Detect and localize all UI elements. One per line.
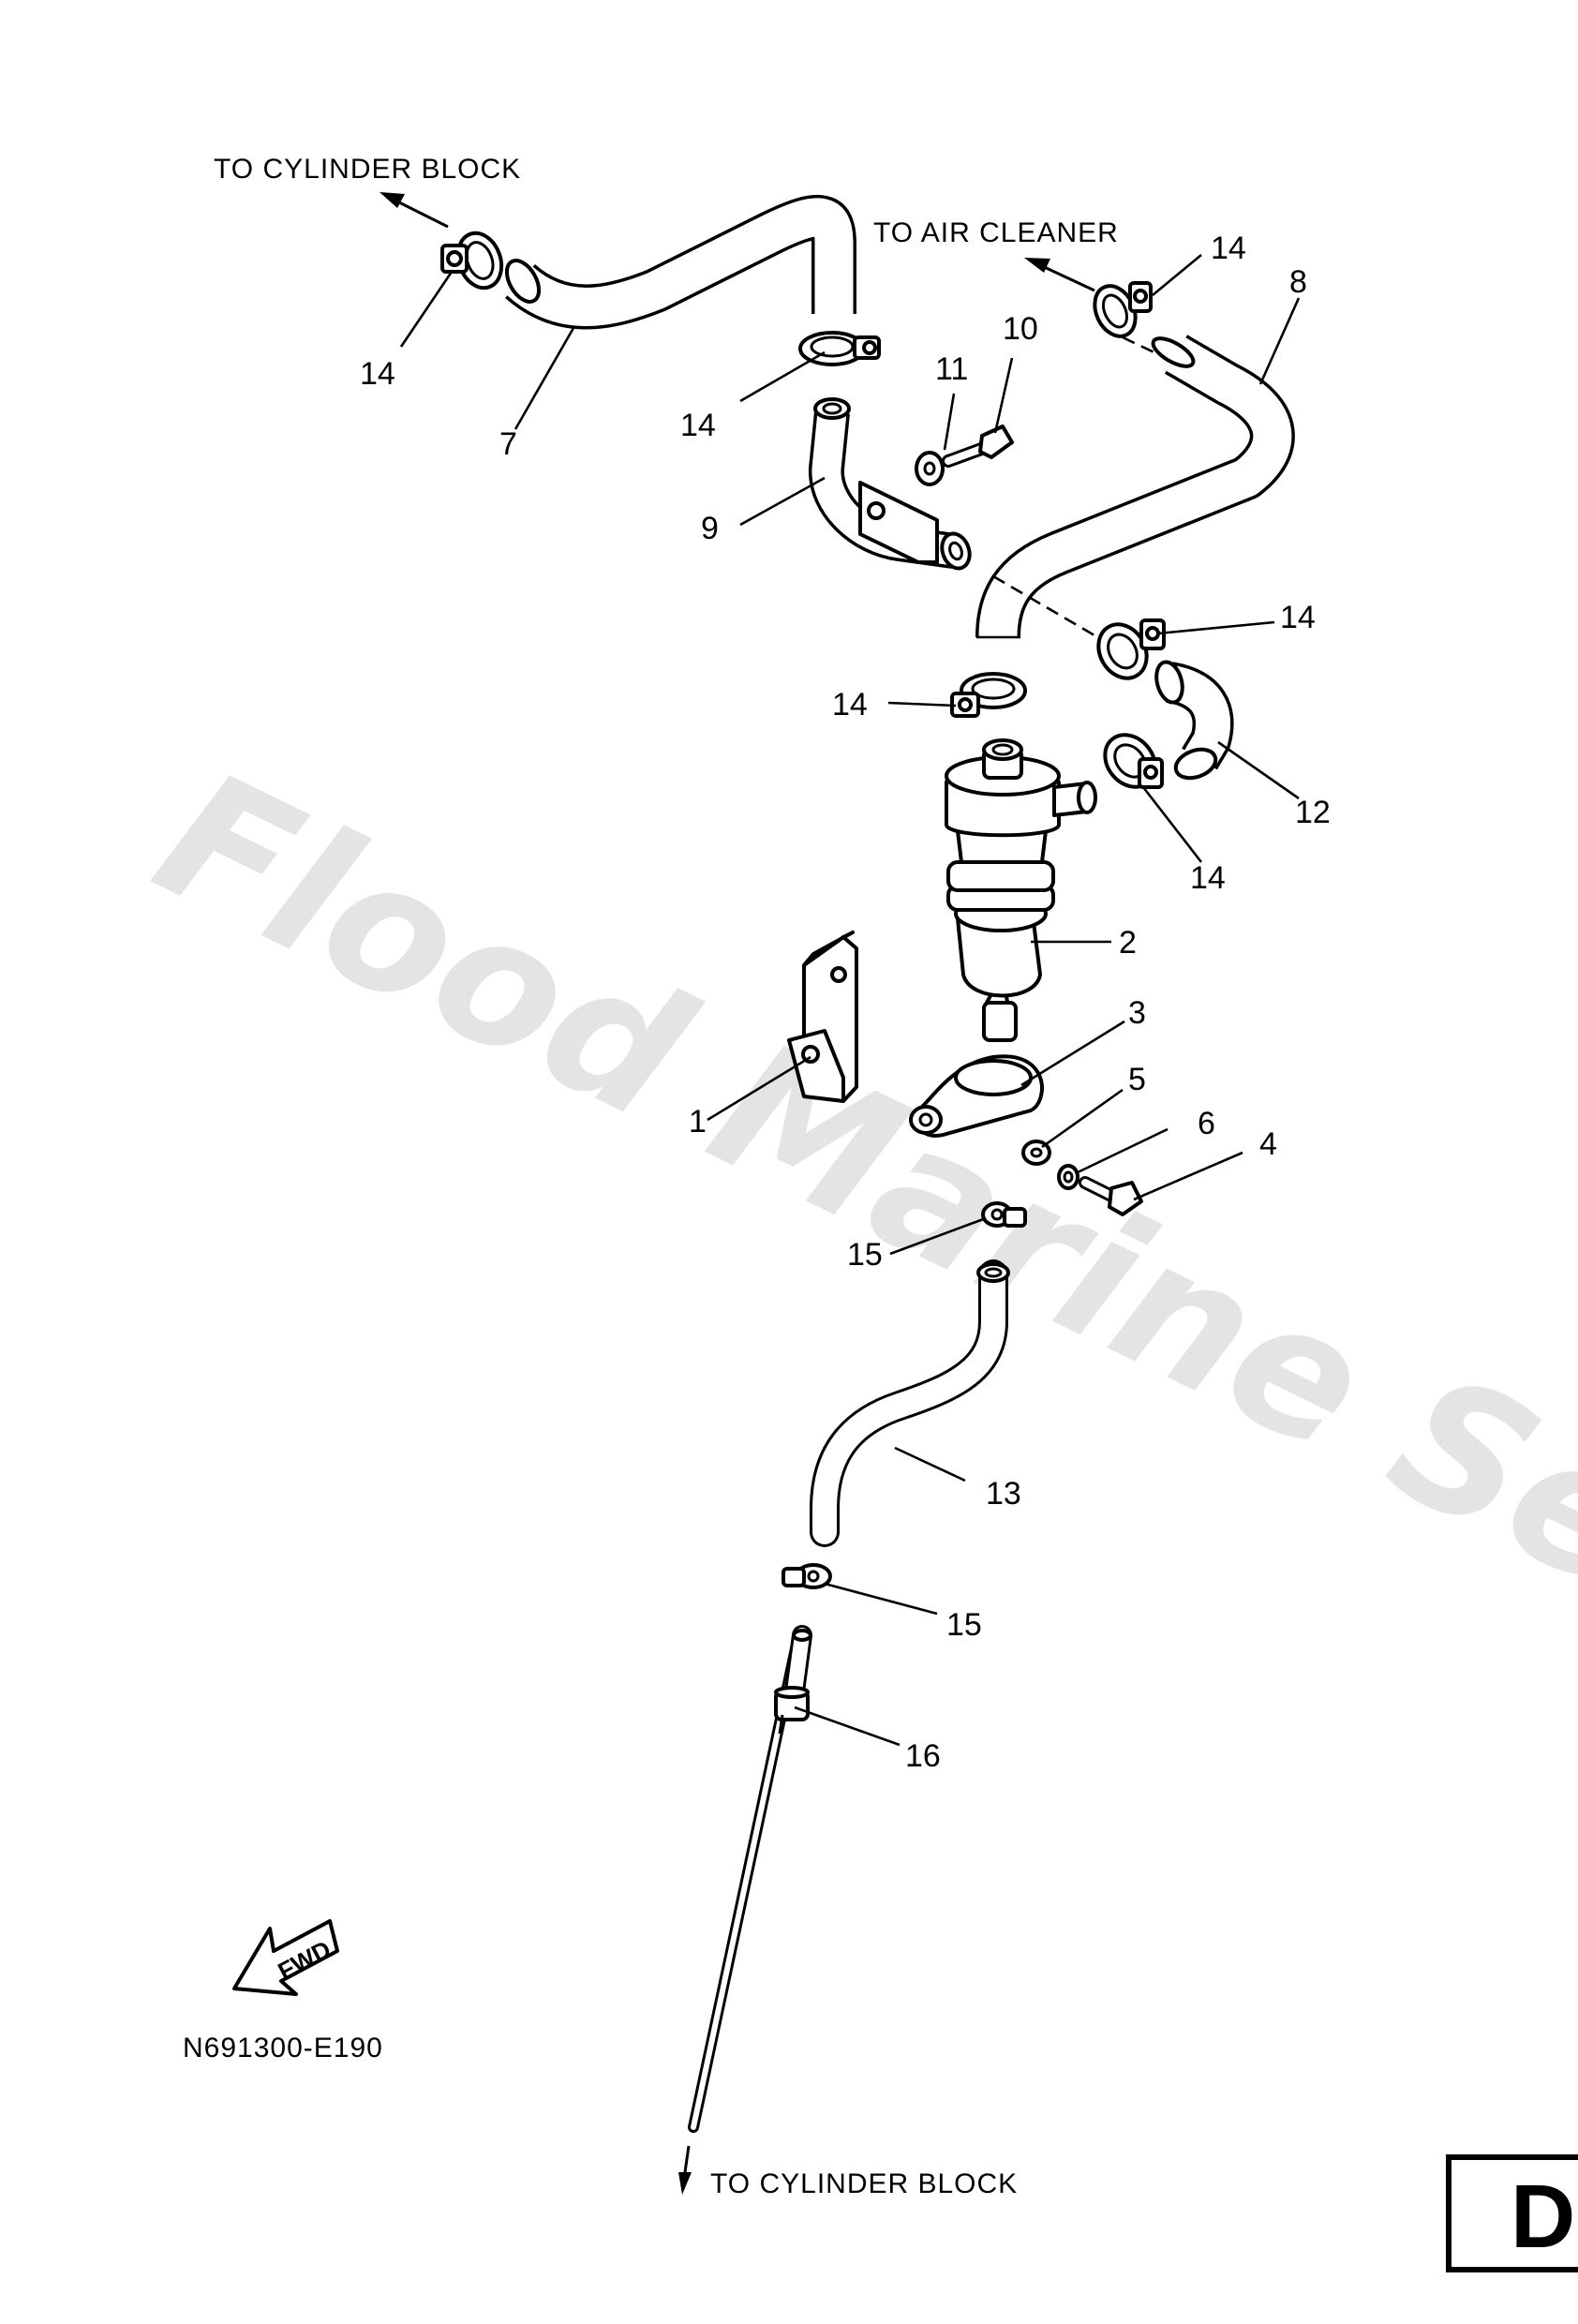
hose-clamp-14-right-of-filter — [1103, 733, 1164, 789]
callout-11: 11 — [935, 351, 968, 387]
callout-4: 4 — [1259, 1126, 1277, 1162]
clip-15-lower — [782, 1563, 832, 1589]
callout-9: 9 — [701, 511, 719, 546]
callout-14: 14 — [360, 356, 395, 392]
drawing-code: N691300-E190 — [183, 2033, 383, 2063]
note-to-cylinder-block-bottom: TO CYLINDER BLOCK — [710, 2168, 1018, 2199]
elbow-hose-12 — [1154, 660, 1234, 781]
callout-8: 8 — [1289, 264, 1307, 300]
leader-lines — [399, 253, 1301, 1747]
pipe-16 — [688, 1625, 812, 2133]
fwd-arrow-icon: FWD — [232, 1919, 339, 1996]
hose-clamp-14-top-left — [440, 231, 504, 290]
section-letter-box: D — [1446, 2154, 1578, 2272]
arrow-to-air-cleaner-icon — [1024, 258, 1095, 292]
lock-washer-6 — [1057, 1164, 1079, 1190]
note-to-cylinder-block-top: TO CYLINDER BLOCK — [214, 154, 521, 185]
callout-6: 6 — [1198, 1106, 1215, 1141]
watermark: Flood Marine Services — [128, 731, 1578, 1889]
callout-14: 14 — [832, 687, 868, 723]
callout-16: 16 — [905, 1738, 941, 1774]
hose-clamp-14-above-filter — [950, 672, 1027, 718]
callout-13: 13 — [986, 1476, 1021, 1512]
svg-text:D: D — [1511, 2167, 1575, 2267]
callout-14: 14 — [1280, 600, 1316, 635]
bolt-4 — [1079, 1176, 1143, 1216]
pipe-9 — [809, 397, 972, 571]
bolt-10 — [942, 425, 1014, 468]
callout-14: 14 — [1190, 860, 1226, 896]
callout-5: 5 — [1128, 1062, 1146, 1097]
hose-8 — [975, 335, 1295, 639]
callout-15: 15 — [847, 1237, 883, 1273]
filter-2 — [945, 738, 1097, 1042]
callout-3: 3 — [1128, 995, 1146, 1031]
hose-clamp-14-middle-right — [1096, 618, 1166, 680]
band-3 — [909, 1054, 1044, 1138]
callout-14: 14 — [1211, 231, 1246, 266]
svg-text:Flood Marine Services: Flood Marine Services — [128, 731, 1578, 1889]
hose-7 — [504, 195, 856, 330]
note-to-air-cleaner: TO AIR CLEANER — [873, 217, 1119, 248]
callout-10: 10 — [1003, 311, 1038, 347]
arrow-to-cylinder-block-top-icon — [380, 192, 449, 229]
bracket-1 — [787, 931, 858, 1103]
arrow-to-cylinder-block-bottom-icon — [678, 2145, 692, 2195]
clip-15-upper — [981, 1201, 1027, 1228]
callout-14: 14 — [680, 408, 716, 443]
hose-13 — [810, 1259, 1010, 1547]
callout-labels: 14 7 14 9 11 10 14 8 14 14 12 14 2 3 5 6… — [360, 231, 1331, 1774]
callout-1: 1 — [689, 1104, 707, 1140]
callout-12: 12 — [1295, 795, 1331, 830]
washer-11 — [915, 451, 945, 486]
callout-7: 7 — [499, 426, 517, 462]
hose-clamp-14-top-right — [1093, 281, 1153, 338]
callout-2: 2 — [1119, 925, 1137, 961]
callout-15: 15 — [946, 1607, 982, 1643]
